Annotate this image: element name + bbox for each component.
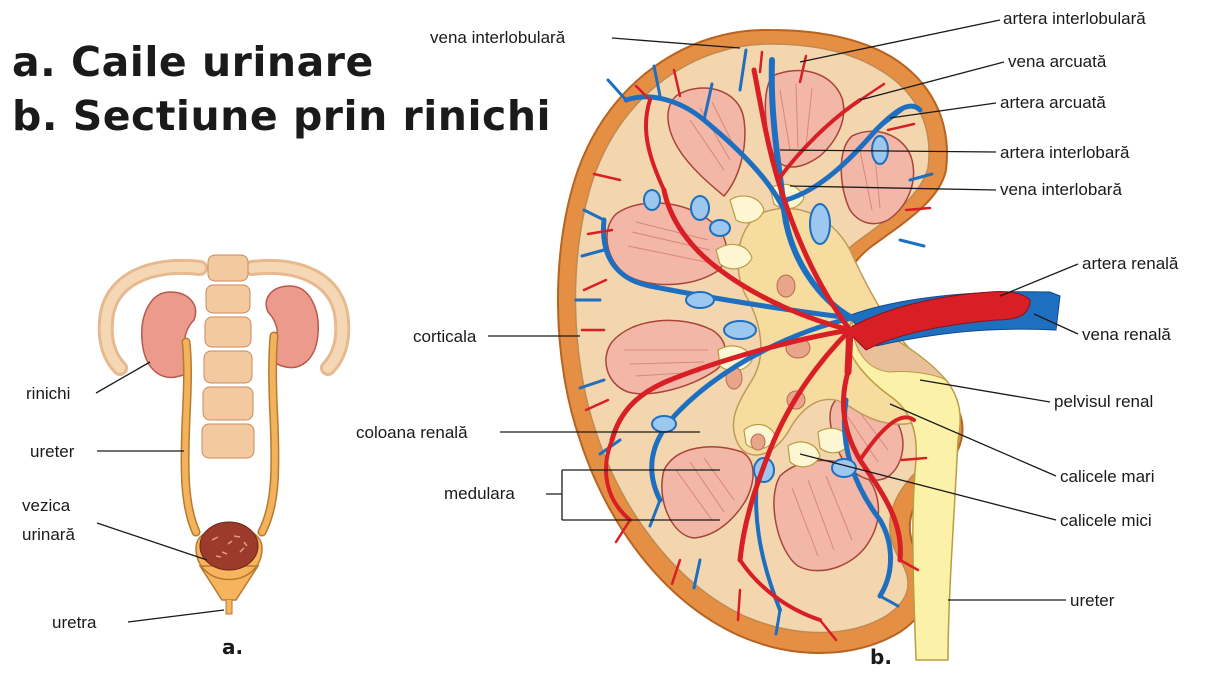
label-artera-arcuata: artera arcuată <box>1000 93 1106 112</box>
label-ureter-a: ureter <box>30 442 75 461</box>
label-vena-interlobulara: vena interlobulară <box>430 28 566 47</box>
label-artera-renala: artera renală <box>1082 254 1179 273</box>
kidney-section-figure <box>558 30 1060 660</box>
label-artera-interlobulara: artera interlobulară <box>1003 9 1146 28</box>
label-calicele-mari: calicele mari <box>1060 467 1154 486</box>
bladder-wall <box>200 522 258 570</box>
label-coloana-renala: coloana renală <box>356 423 468 442</box>
panel-label-a: a. <box>222 635 243 659</box>
spine <box>202 255 254 458</box>
label-vezica-1: vezica <box>22 496 71 515</box>
label-uretra: uretra <box>52 613 97 632</box>
label-ureter-b: ureter <box>1070 591 1115 610</box>
label-vezica-2: urinară <box>22 525 75 544</box>
label-vena-arcuata: vena arcuată <box>1008 52 1107 71</box>
label-rinichi: rinichi <box>26 384 70 403</box>
label-vena-interlobara: vena interlobară <box>1000 180 1122 199</box>
panel-label-b: b. <box>870 645 892 669</box>
urinary-tract-figure <box>106 255 343 614</box>
label-artera-interlobara: artera interlobară <box>1000 143 1130 162</box>
label-calicele-mici: calicele mici <box>1060 511 1152 530</box>
label-vena-renala: vena renală <box>1082 325 1171 344</box>
label-medulara: medulara <box>444 484 515 503</box>
label-pelvisul-renal: pelvisul renal <box>1054 392 1153 411</box>
label-corticala: corticala <box>413 327 477 346</box>
urethra <box>226 600 232 614</box>
